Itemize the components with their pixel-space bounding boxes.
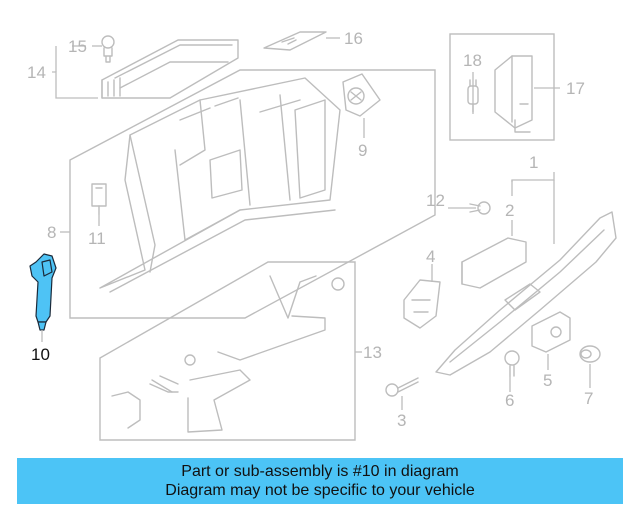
callout-12: 12 — [426, 191, 445, 210]
part-hinge-4 — [403, 279, 441, 329]
callout-1: 1 — [529, 153, 538, 172]
callout-11: 11 — [88, 229, 106, 248]
part-glove-box — [99, 77, 341, 293]
part-damper-9 — [342, 73, 381, 117]
part-storage-tray — [101, 39, 239, 99]
part-10-highlighted[interactable] — [29, 253, 57, 331]
part-bracket-13 — [111, 275, 345, 433]
banner-line-1: Part or sub-assembly is #10 in diagram — [181, 463, 459, 480]
part-bolt-3 — [385, 377, 419, 397]
frame-switch-assembly — [449, 33, 555, 141]
callout-4: 4 — [426, 247, 435, 266]
callout-17: 17 — [566, 79, 585, 98]
leader-lines — [41, 37, 591, 410]
callout-18: 18 — [463, 51, 482, 70]
frame-harness-assembly — [99, 261, 356, 441]
callout-9: 9 — [358, 141, 367, 160]
part-pad-16 — [263, 31, 327, 51]
callout-7: 7 — [584, 389, 593, 408]
part-handle-2 — [461, 237, 527, 289]
part-screw-12 — [469, 201, 491, 215]
part-clip-11 — [91, 183, 107, 215]
part-cylinder-7 — [579, 345, 601, 363]
callout-15: 15 — [68, 37, 87, 56]
callout-13: 13 — [363, 343, 382, 362]
callout-16: 16 — [344, 29, 363, 48]
callout-8: 8 — [47, 223, 56, 242]
part-glove-box-door — [435, 211, 617, 376]
callout-10: 10 — [31, 345, 50, 364]
part-screw-6 — [504, 350, 520, 377]
callout-6: 6 — [505, 391, 514, 410]
callout-2: 2 — [505, 201, 514, 220]
banner-line-2: Diagram may not be specific to your vehi… — [165, 482, 475, 499]
callout-numbers: 1 2 3 4 5 6 7 8 9 10 11 12 13 14 15 16 1… — [27, 29, 593, 430]
part-screw-15 — [101, 35, 115, 63]
frame-glovebox-assembly — [69, 69, 436, 319]
callout-5: 5 — [543, 371, 552, 390]
callout-14: 14 — [27, 63, 46, 82]
callout-3: 3 — [397, 411, 406, 430]
part-lock-5 — [531, 311, 571, 353]
info-banner: Part or sub-assembly is #10 in diagram D… — [17, 458, 623, 504]
part-switch-17 — [494, 55, 533, 133]
